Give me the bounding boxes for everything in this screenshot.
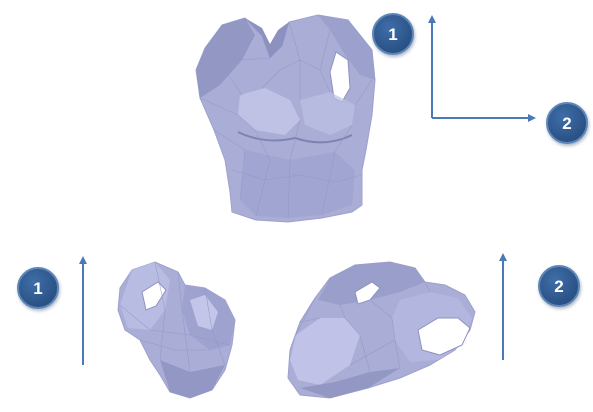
axis-1-label: 1 [388, 25, 397, 44]
axis-1-badge: 1 [373, 14, 413, 54]
axis-2-label: 2 [562, 114, 571, 133]
left-view-badge: 1 [18, 268, 58, 308]
left-view-label: 1 [33, 279, 42, 298]
torso-tilted-view-mesh-icon [288, 262, 475, 398]
torso-side-view-mesh-icon [118, 262, 235, 398]
axis-2-badge: 2 [547, 103, 587, 143]
torso-mesh-icon [196, 15, 375, 222]
right-view-badge: 2 [539, 266, 579, 306]
right-view-label: 2 [554, 277, 563, 296]
